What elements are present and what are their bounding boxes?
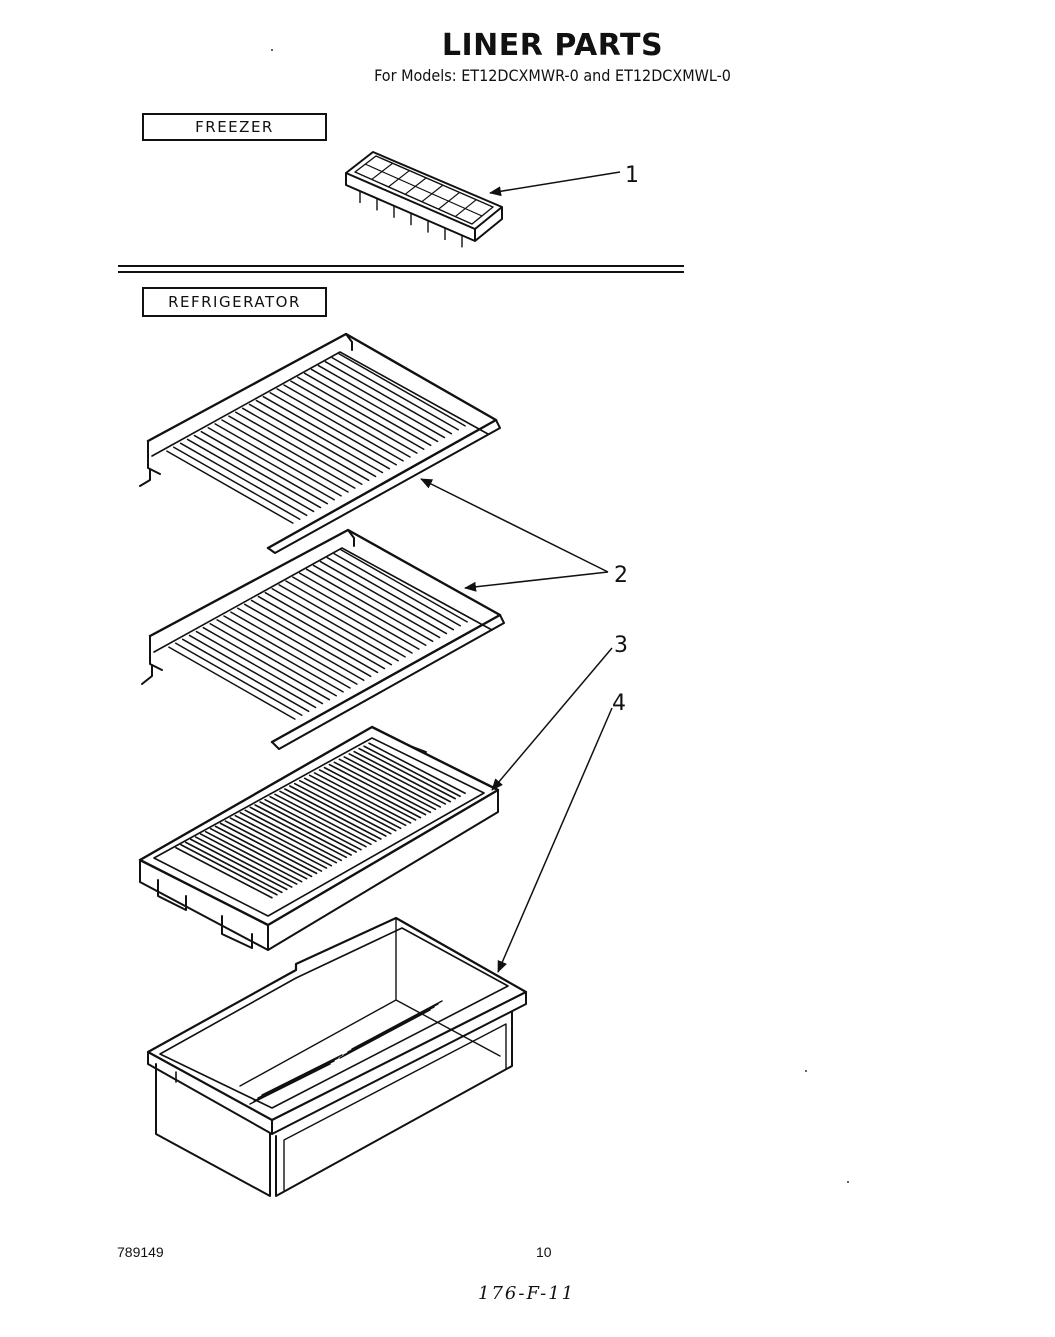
crisper-cover-illustration: [138, 725, 500, 951]
upper-wire-shelf-illustration: [139, 332, 501, 554]
page-title: LINER PARTS: [441, 28, 664, 63]
crisper-pan-illustration: [146, 916, 528, 1197]
callout-4: 4: [612, 691, 626, 716]
page-number: 10: [536, 1244, 552, 1260]
lower-wire-shelf-illustration: [141, 528, 505, 750]
scan-speckles: [271, 49, 849, 1183]
leader-lines: [420, 171, 621, 973]
callout-3: 3: [614, 633, 628, 658]
models-subtitle: For Models: ET12DCXMWR-0 and ET12DCXMWL-…: [374, 66, 731, 85]
refrigerator-section-label: REFRIGERATOR: [142, 287, 327, 317]
ice-tray-illustration: [345, 151, 503, 248]
callout-2: 2: [614, 563, 628, 588]
callout-1: 1: [625, 163, 639, 188]
handwritten-note: 176-F-11: [478, 1283, 576, 1304]
freezer-section-label: FREEZER: [142, 113, 327, 141]
part-number: 789149: [117, 1244, 164, 1260]
section-divider: [118, 265, 684, 273]
